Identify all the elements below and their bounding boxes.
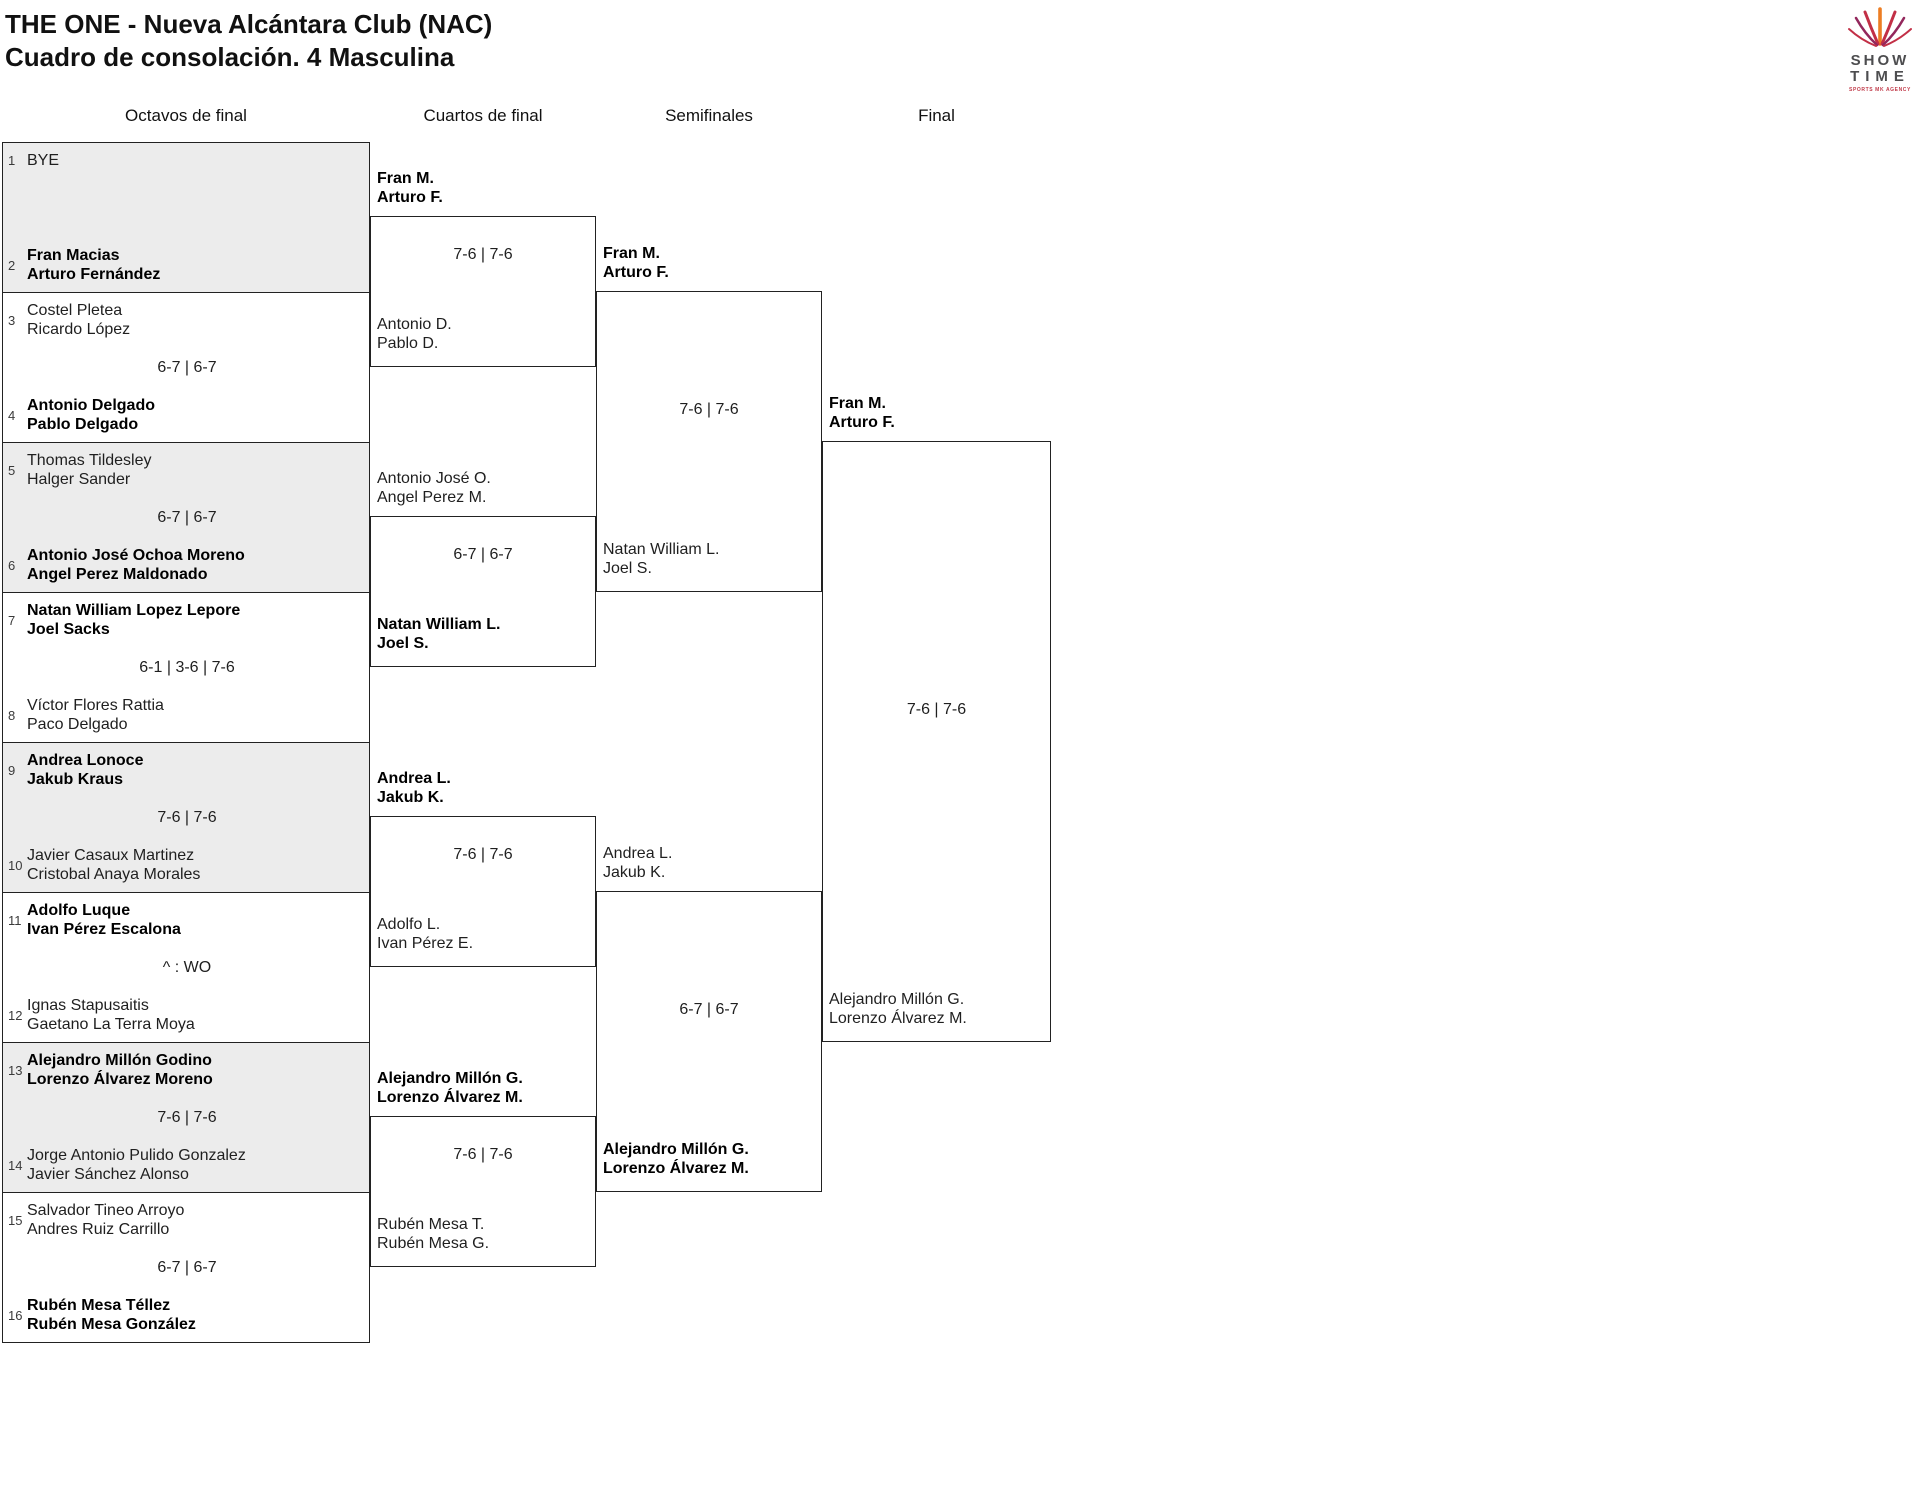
logo-word-show: SHOW	[1850, 52, 1910, 69]
showtime-logo: SHOW TIME SPORTS MK AGENCY	[1841, 4, 1919, 94]
seed-number: 3	[8, 312, 16, 328]
match-score: 7-6 | 7-6	[453, 246, 513, 263]
semifinal-1-box	[596, 291, 822, 592]
round-header-final: Final	[918, 106, 955, 125]
pair-names: BYE	[27, 152, 60, 169]
seed-number: 16	[8, 1307, 23, 1323]
match-score: 6-7 | 6-7	[679, 1001, 739, 1018]
cuartos-match-2-box	[370, 516, 596, 667]
seed-number: 13	[8, 1062, 23, 1078]
seed-number: 1	[8, 153, 16, 168]
pair-names: Fran M.Arturo F.	[603, 245, 669, 281]
final-box	[822, 441, 1051, 1042]
seed-number: 14	[8, 1157, 23, 1173]
pair-names: Andrea L.Jakub K.	[603, 845, 673, 881]
match-score: 7-6 | 7-6	[453, 1146, 513, 1163]
pair-names: Alejandro Millón G.Lorenzo Álvarez M.	[377, 1070, 523, 1106]
round-header-octavos: Octavos de final	[125, 106, 247, 125]
seed-number: 8	[8, 707, 16, 723]
seed-number: 6	[8, 557, 16, 573]
seed-number: 15	[8, 1212, 23, 1228]
match-score: 7-6 | 7-6	[157, 1109, 217, 1126]
seed-number: 4	[8, 407, 16, 423]
semifinal-2-box	[596, 891, 822, 1192]
pair-names: Fran M.Arturo F.	[377, 170, 443, 206]
cuartos-match-3-box	[370, 816, 596, 967]
match-score: 6-7 | 6-7	[157, 1259, 217, 1276]
logo-tagline: SPORTS MK AGENCY	[1849, 87, 1911, 93]
seed-number: 5	[8, 462, 16, 478]
pair-names: Antonio D.Pablo D.	[377, 316, 452, 352]
pair-names: Alejandro Millón G.Lorenzo Álvarez M.	[603, 1141, 749, 1177]
seed-number: 11	[8, 912, 22, 928]
pair-names: Natan William L.Joel S.	[603, 541, 720, 577]
match-score: 6-7 | 6-7	[157, 359, 217, 376]
cuartos-match-4-box	[370, 1116, 596, 1267]
cuartos-match-1-box	[370, 216, 596, 367]
pair-names: Natan William L.Joel S.	[377, 616, 501, 652]
page-title: THE ONE - Nueva Alcántara Club (NAC)	[5, 9, 493, 39]
match-score: 7-6 | 7-6	[906, 701, 967, 718]
logo-word-time: TIME	[1850, 68, 1910, 85]
match-score: ^ : WO	[162, 959, 212, 976]
match-score: 7-6 | 7-6	[679, 401, 739, 418]
pair-names: Fran M.Arturo F.	[829, 395, 895, 431]
seed-number: 7	[8, 612, 16, 628]
pair-names: Adolfo L.Ivan Pérez E.	[377, 916, 474, 952]
seed-number: 2	[8, 257, 16, 273]
match-score: 6-1 | 3-6 | 7-6	[139, 659, 235, 676]
firework-icon	[1848, 7, 1912, 47]
pair-names: Andrea L.Jakub K.	[377, 770, 451, 806]
match-score: 6-7 | 6-7	[157, 509, 217, 526]
pair-names: Antonio José O.Angel Perez M.	[377, 470, 491, 506]
page-subtitle: Cuadro de consolación. 4 Masculina	[5, 42, 455, 72]
match-score: 6-7 | 6-7	[453, 546, 513, 563]
round-header-cuartos: Cuartos de final	[423, 106, 543, 125]
seed-number: 9	[8, 762, 16, 778]
seed-number: 12	[8, 1007, 23, 1023]
match-score: 7-6 | 7-6	[453, 846, 513, 863]
pair-names: Rubén Mesa T.Rubén Mesa G.	[377, 1216, 490, 1252]
round-header-semifinales: Semifinales	[665, 106, 753, 125]
seed-number: 10	[8, 857, 23, 873]
pair-names: Alejandro Millón G.Lorenzo Álvarez M.	[829, 991, 967, 1027]
match-score: 7-6 | 7-6	[157, 809, 217, 826]
